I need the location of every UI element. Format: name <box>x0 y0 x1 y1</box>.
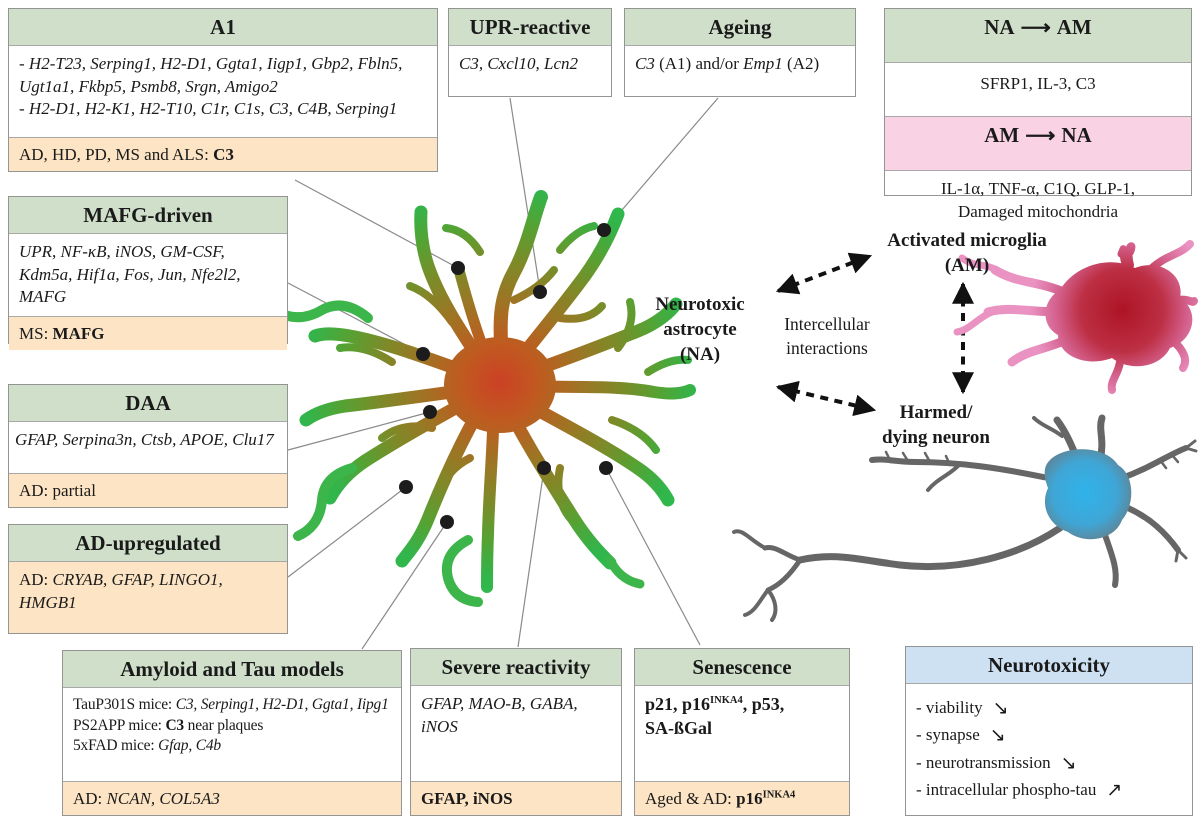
box-mafg-title: MAFG-driven <box>9 197 287 234</box>
amyloid-row-5xfad: 5xFAD mice: Gfap, C4b <box>73 737 221 755</box>
box-senescence-title: Senescence <box>635 649 849 686</box>
box-a1: A1 - H2-T23, Serping1, H2-D1, Ggta1, Iig… <box>8 8 438 172</box>
decrease-arrow-icon: ↘ <box>989 725 1006 747</box>
box-na-am-factors: SFRP1, IL-3, C3 <box>980 74 1096 93</box>
right-arrow-icon: ⟶ <box>1025 123 1056 147</box>
neurotoxicity-item: - neurotransmission↘ <box>916 749 1182 776</box>
box-a1-genes: - H2-T23, Serping1, H2-D1, Ggta1, Iigp1,… <box>9 46 437 137</box>
neurotoxicity-item: - viability↘ <box>916 694 1182 721</box>
box-daa: DAA GFAP, Serpina3n, Ctsb, APOE, Clu17 A… <box>8 384 288 508</box>
amyloid-row-tau: TauP301S mice: C3, Serping1, H2-D1, Ggta… <box>73 696 389 713</box>
box-amyloid-tau: Amyloid and Tau models TauP301S mice: C3… <box>62 650 402 816</box>
dashed-arrow-na-am <box>775 252 873 295</box>
decrease-arrow-icon: ↘ <box>992 698 1009 719</box>
label-intercellular-interactions: Intercellular interactions <box>784 314 870 358</box>
decrease-arrow-icon: ↘ <box>1060 752 1077 774</box>
amyloid-row-ps2app: PS2APP mice: C3 near plaques <box>73 716 264 734</box>
dashed-arrow-na-neuron <box>775 380 877 417</box>
box-am-na-factors: IL-1α, TNF-α, C1Q, GLP-1, Damaged mitoch… <box>941 179 1135 221</box>
box-senescence-disease-note: Aged & AD: p16INKA4 <box>635 780 849 815</box>
box-ageing-genes: C3 (A1) and/or Emp1 (A2) <box>635 54 820 73</box>
box-na-am-title: NA⟶AM <box>885 9 1191 63</box>
right-arrow-icon: ⟶ <box>1020 15 1051 39</box>
box-adup-genes: AD: CRYAB, GFAP, LINGO1, HMGB1 <box>9 562 287 633</box>
box-neurotoxicity-effects: - viability↘ - synapse↘ - neurotransmiss… <box>906 684 1192 815</box>
label-activated-microglia: Activated microglia (AM) <box>887 230 1047 276</box>
interaction-arrows <box>775 252 974 417</box>
box-amyloid-title: Amyloid and Tau models <box>63 651 401 688</box>
increase-arrow-icon: ↗ <box>1106 779 1123 801</box>
box-severe-genes: GFAP, MAO-B, GABA, iNOS <box>421 694 578 736</box>
box-mafg-driven: MAFG-driven UPR, NF-κB, iNOS, GM-CSF, Kd… <box>8 196 288 350</box>
box-severe-reactivity: Severe reactivity GFAP, MAO-B, GABA, iNO… <box>410 648 622 816</box>
label-harmed-dying-neuron: Harmed/ dying neuron <box>882 402 990 448</box>
neuron-illustration <box>732 414 1198 622</box>
label-neurotoxic-astrocyte: Neurotoxic astrocyte (NA) <box>655 294 745 365</box>
microglia-illustration <box>953 240 1198 394</box>
neurotoxicity-item: - intracellular phospho-tau↗ <box>916 776 1182 803</box>
box-upr-genes: C3, Cxcl10, Lcn2 <box>459 54 578 73</box>
box-ad-upregulated: AD-upregulated AD: CRYAB, GFAP, LINGO1, … <box>8 524 288 634</box>
box-mafg-disease-note: MS: MAFG <box>9 315 287 350</box>
box-am-na-title: AM⟶NA <box>885 116 1191 171</box>
box-ageing: Ageing C3 (A1) and/or Emp1 (A2) <box>624 8 856 97</box>
box-upr-reactive: UPR-reactive C3, Cxcl10, Lcn2 <box>448 8 612 97</box>
box-severe-title: Severe reactivity <box>411 649 621 686</box>
box-mafg-genes: UPR, NF-κB, iNOS, GM-CSF, Kdm5a, Hif1a, … <box>19 242 241 307</box>
box-senescence: Senescence p21, p16INKA4, p53,SA-ßGal Ag… <box>634 648 850 816</box>
box-neurotoxicity-title: Neurotoxicity <box>906 647 1192 684</box>
box-daa-genes: GFAP, Serpina3n, Ctsb, APOE, Clu17 <box>15 430 274 449</box>
box-amyloid-disease-note: AD: NCAN, COL5A3 <box>63 780 401 815</box>
box-neurotoxicity: Neurotoxicity - viability↘ - synapse↘ - … <box>905 646 1193 816</box>
box-upr-title: UPR-reactive <box>449 9 611 46</box>
box-senescence-markers: p21, p16INKA4, p53,SA-ßGal <box>645 694 785 738</box>
marker-dots <box>399 223 613 529</box>
box-daa-disease-note: AD: partial <box>9 472 287 507</box>
box-amyloid-genes: TauP301S mice: C3, Serping1, H2-D1, Ggta… <box>63 688 401 781</box>
astrocyte-illustration <box>277 190 696 607</box>
box-adup-title: AD-upregulated <box>9 525 287 562</box>
box-severe-disease-note: GFAP, iNOS <box>411 780 621 815</box>
box-na-am-signals: NA⟶AM SFRP1, IL-3, C3 AM⟶NA IL-1α, TNF-α… <box>884 8 1192 221</box>
box-a1-title: A1 <box>9 9 437 46</box>
box-a1-genes-line2: - H2-D1, H2-K1, H2-T10, C1r, C1s, C3, C4… <box>19 99 398 119</box>
connector-lines <box>287 97 719 650</box>
neurotoxicity-item: - synapse↘ <box>916 721 1182 748</box>
box-a1-disease-note: AD, HD, PD, MS and ALS: C3 <box>9 136 437 171</box>
box-ageing-title: Ageing <box>625 9 855 46</box>
box-daa-title: DAA <box>9 385 287 422</box>
box-a1-genes-line1: - H2-T23, Serping1, H2-D1, Ggta1, Iigp1,… <box>19 54 403 96</box>
